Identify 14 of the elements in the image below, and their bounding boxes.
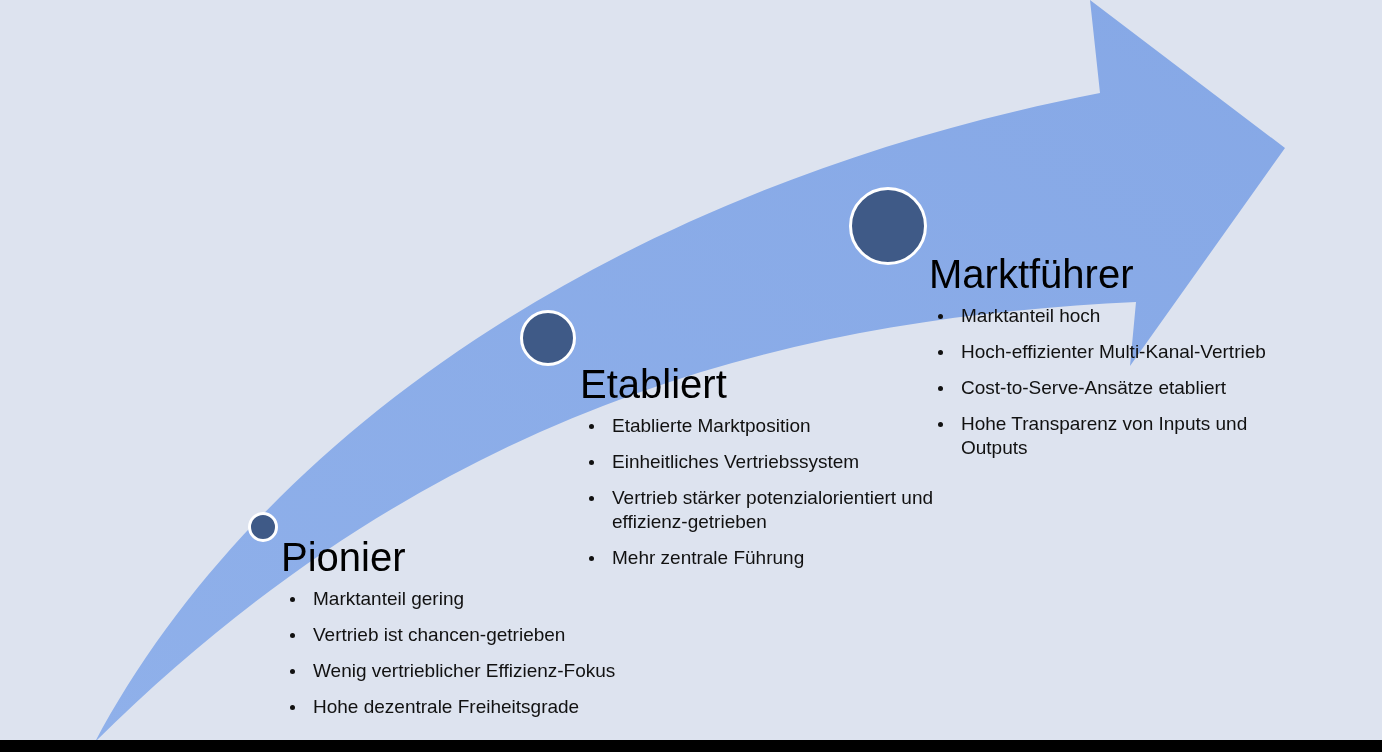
bullet-item: Hohe dezentrale Freiheitsgrade (287, 695, 707, 719)
bullet-item: Mehr zentrale Führung (586, 546, 976, 570)
bullet-item: Cost-to-Serve-Ansätze etabliert (935, 376, 1307, 400)
stage-heading: Marktführer (929, 252, 1134, 296)
bullet-item: Vertrieb stärker potenzialorientiert und effizienz-getrieben (586, 486, 976, 534)
bullet-item: Vertrieb ist chancen-getrieben (287, 623, 707, 647)
bullet-item: Marktanteil hoch (935, 304, 1307, 328)
stage-marker-circle (849, 187, 927, 265)
stage-heading: Etabliert (580, 362, 727, 406)
bullet-item: Marktanteil gering (287, 587, 707, 611)
bullet-item: Hoch-effizienter Multi-Kanal-Vertrieb (935, 340, 1307, 364)
stage-marker-circle (520, 310, 576, 366)
stage-heading: Pionier (281, 535, 406, 579)
bullet-item: Wenig vertrieblicher Effizienz-Fokus (287, 659, 707, 683)
